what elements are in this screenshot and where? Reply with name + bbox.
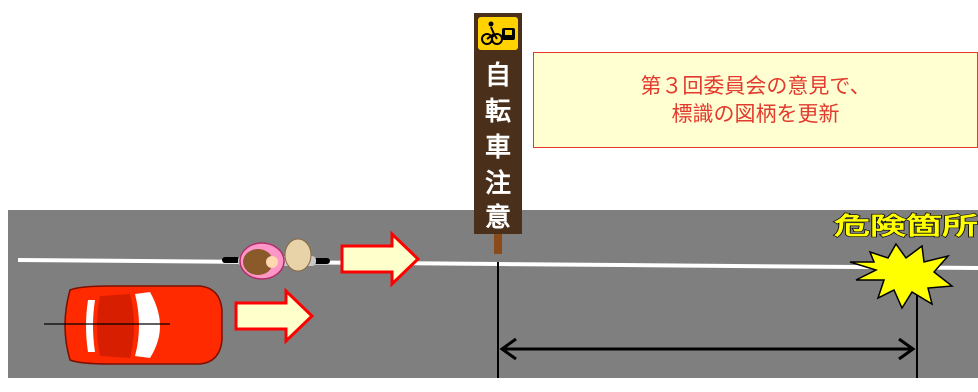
sign-char: 転 — [485, 97, 511, 127]
cyclist-direction-arrow — [340, 230, 421, 288]
sign-char: 車 — [485, 133, 511, 163]
update-note-line2: 標識の図柄を更新 — [671, 102, 840, 126]
lane-marking — [17, 258, 978, 270]
update-note-line1: 第３回委員会の意見で、 — [640, 74, 871, 98]
car-direction-arrow — [234, 287, 315, 345]
distance-arrow — [499, 337, 916, 361]
sign-char: 注 — [485, 168, 511, 199]
sign-pole — [494, 234, 502, 254]
explosion-burst-icon — [849, 242, 954, 310]
cyclist-and-car-icon — [478, 17, 518, 50]
red-car-icon — [44, 285, 223, 365]
sign-characters: 自 転 車 注 意 — [485, 60, 511, 233]
sign-char: 自 — [485, 60, 511, 91]
sign-char: 意 — [485, 202, 511, 233]
cyclist-icon — [222, 238, 330, 280]
danger-label: 危険箇所 — [834, 212, 978, 240]
update-note: 第３回委員会の意見で、 標識の図柄を更新 — [533, 52, 978, 148]
